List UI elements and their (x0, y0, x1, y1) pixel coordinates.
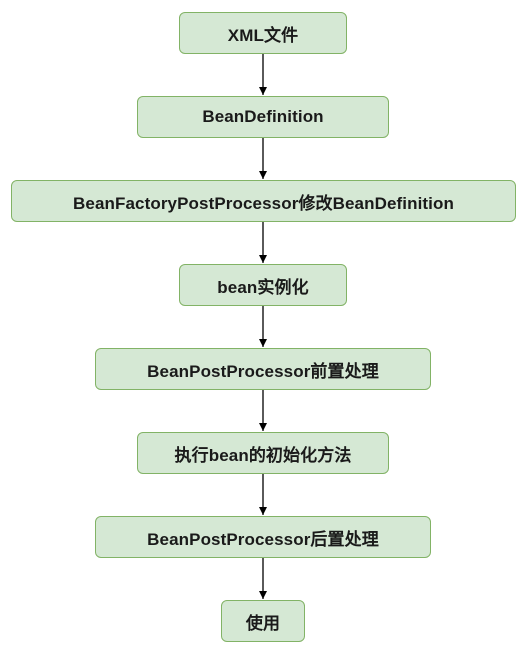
node-xml-file: XML文件 (179, 12, 347, 54)
node-bean-post-processor-after: BeanPostProcessor后置处理 (95, 516, 431, 558)
node-bean-definition-label: BeanDefinition (202, 107, 324, 126)
node-bean-post-processor-before-label: BeanPostProcessor前置处理 (147, 361, 379, 381)
node-init-method: 执行bean的初始化方法 (137, 432, 389, 474)
node-use-label: 使用 (245, 613, 281, 633)
node-bean-factory-post-processor: BeanFactoryPostProcessor修改BeanDefinition (11, 180, 516, 222)
node-bean-definition: BeanDefinition (137, 96, 389, 138)
node-bean-factory-post-processor-label: BeanFactoryPostProcessor修改BeanDefinition (73, 193, 454, 213)
node-bean-post-processor-before: BeanPostProcessor前置处理 (95, 348, 431, 390)
node-use: 使用 (221, 600, 305, 642)
node-bean-instantiation: bean实例化 (179, 264, 347, 306)
node-bean-instantiation-label: bean实例化 (217, 277, 309, 297)
node-xml-file-label: XML文件 (227, 25, 299, 45)
node-init-method-label: 执行bean的初始化方法 (174, 445, 352, 465)
node-bean-post-processor-after-label: BeanPostProcessor后置处理 (147, 529, 379, 549)
